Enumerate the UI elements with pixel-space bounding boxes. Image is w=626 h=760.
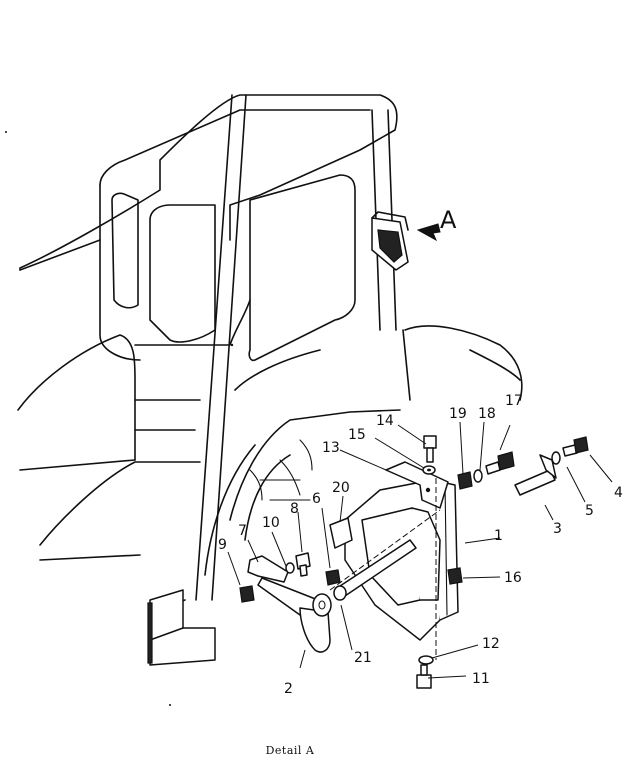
callout-9: 9 [218,537,227,553]
callout-18: 18 [478,406,496,422]
figure-caption: Detail A [265,744,315,757]
part-8-bolt [295,552,311,577]
part-21-shaft [333,539,417,601]
callout-4: 4 [614,485,623,501]
callout-21: 21 [354,650,372,666]
part-14-bolt [423,435,437,463]
callout-2: 2 [284,681,293,697]
part-5-washer [551,451,561,465]
part-4-bolt [562,436,589,457]
callout-labels: 1 2 3 4 5 6 7 8 9 10 11 12 13 14 15 16 1… [218,206,623,697]
callout-13: 13 [322,440,340,456]
part-13-upper-bracket [385,461,449,509]
callout-15: 15 [348,427,366,443]
callout-1: 1 [494,528,503,544]
part-18-washer [473,469,483,483]
exploded-parts [239,435,589,689]
view-arrow-icon [416,223,441,242]
callout-12: 12 [482,636,500,652]
part-3-pin [514,454,557,496]
callout-19: 19 [449,406,467,422]
callout-14: 14 [376,413,394,429]
callout-7: 7 [238,523,247,539]
part-2-lever [257,577,332,653]
callout-17: 17 [505,393,523,409]
machine-body-outline [5,94,523,706]
callout-6: 6 [312,491,321,507]
part-10-washer [285,562,295,574]
callout-3: 3 [553,521,562,537]
cab-window [149,204,216,343]
part-11-bolt [416,664,432,689]
part-12-washer [418,655,434,665]
part-19-nut [457,471,473,490]
part-17-bolt [485,451,515,475]
part-6-nut [325,569,341,586]
callout-8: 8 [290,501,299,517]
part-9-nut [239,585,255,603]
callout-leaders [227,421,613,679]
view-label-a: A [440,206,457,234]
callout-20: 20 [332,480,350,496]
part-7-clip [247,555,289,583]
part-16-nut [447,567,463,585]
detail-a-location-marker [371,211,441,271]
callout-5: 5 [585,503,594,519]
callout-16: 16 [504,570,522,586]
callout-11: 11 [472,671,490,687]
part-20-plate [329,517,353,549]
callout-10: 10 [262,515,280,531]
cab-outline [19,94,398,271]
